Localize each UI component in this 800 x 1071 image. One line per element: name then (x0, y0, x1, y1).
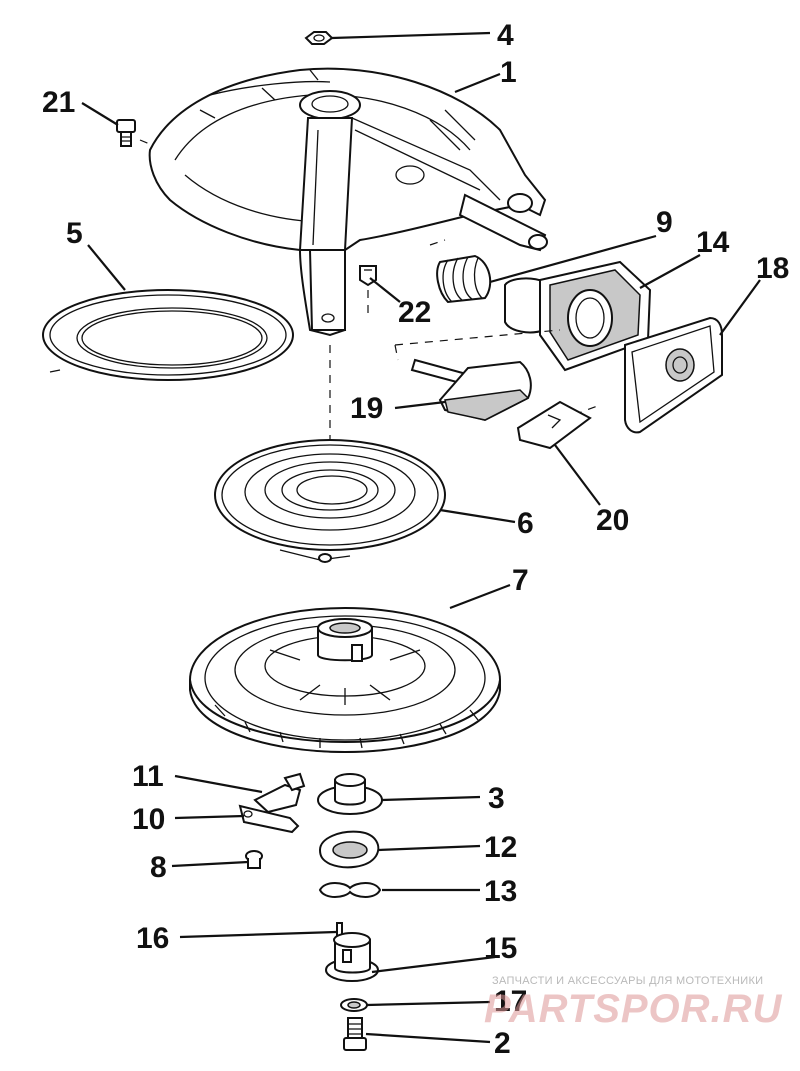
label-5: 5 (66, 217, 83, 250)
label-16: 16 (136, 922, 169, 955)
label-4: 4 (497, 19, 514, 52)
part-22-clip (359, 265, 377, 320)
label-11: 11 (132, 760, 164, 793)
label-21: 21 (42, 86, 75, 119)
label-6: 6 (517, 507, 534, 540)
assembly-guide-lines (394, 239, 601, 421)
part-13-spring (318, 882, 382, 898)
part-2-bolt (343, 1017, 367, 1051)
label-8: 8 (150, 851, 167, 884)
part-21-screw (116, 119, 153, 147)
part-19-handle (410, 358, 532, 422)
label-10: 10 (132, 803, 165, 836)
label-2: 2 (494, 1027, 511, 1060)
part-15-retainer (325, 932, 379, 982)
label-19: 19 (350, 392, 383, 425)
part-18-plate (624, 316, 723, 434)
part-11-pawl (253, 772, 306, 814)
part-7-pulley (189, 607, 501, 754)
leader-lines (81, 31, 761, 1044)
label-15: 15 (484, 932, 517, 965)
label-3: 3 (488, 782, 505, 815)
label-1: 1 (500, 56, 517, 89)
watermark-tagline: ЗАПЧАСТИ И АКСЕССУАРЫ ДЛЯ МОТОТЕХНИКИ (492, 975, 764, 987)
part-12-washer (318, 830, 380, 869)
part-9-spring (436, 254, 492, 304)
part-20-insert (516, 400, 592, 450)
part-1-starter-housing (148, 67, 548, 337)
label-17: 17 (494, 985, 527, 1018)
label-22: 22 (398, 296, 431, 329)
part-3-bushing (317, 773, 383, 815)
label-20: 20 (596, 504, 629, 537)
part-6-recoil-spring (214, 439, 446, 563)
part-5-rope (42, 289, 294, 381)
part-17-washer (340, 998, 368, 1012)
label-7: 7 (512, 564, 529, 597)
label-13: 13 (484, 875, 517, 908)
part-8-screw (245, 850, 263, 869)
callout-labels: 4 1 21 5 9 14 18 22 19 20 6 7 11 10 8 3 … (42, 19, 789, 1060)
label-12: 12 (484, 831, 517, 864)
watermark-logo-text: PARTSPOR.RU (484, 987, 783, 1031)
part-4-nut (304, 31, 334, 45)
part-10-clip (238, 804, 300, 834)
label-9: 9 (656, 206, 673, 239)
label-18: 18 (756, 252, 789, 285)
part-14-grip-housing (504, 260, 652, 372)
label-14: 14 (696, 226, 730, 259)
